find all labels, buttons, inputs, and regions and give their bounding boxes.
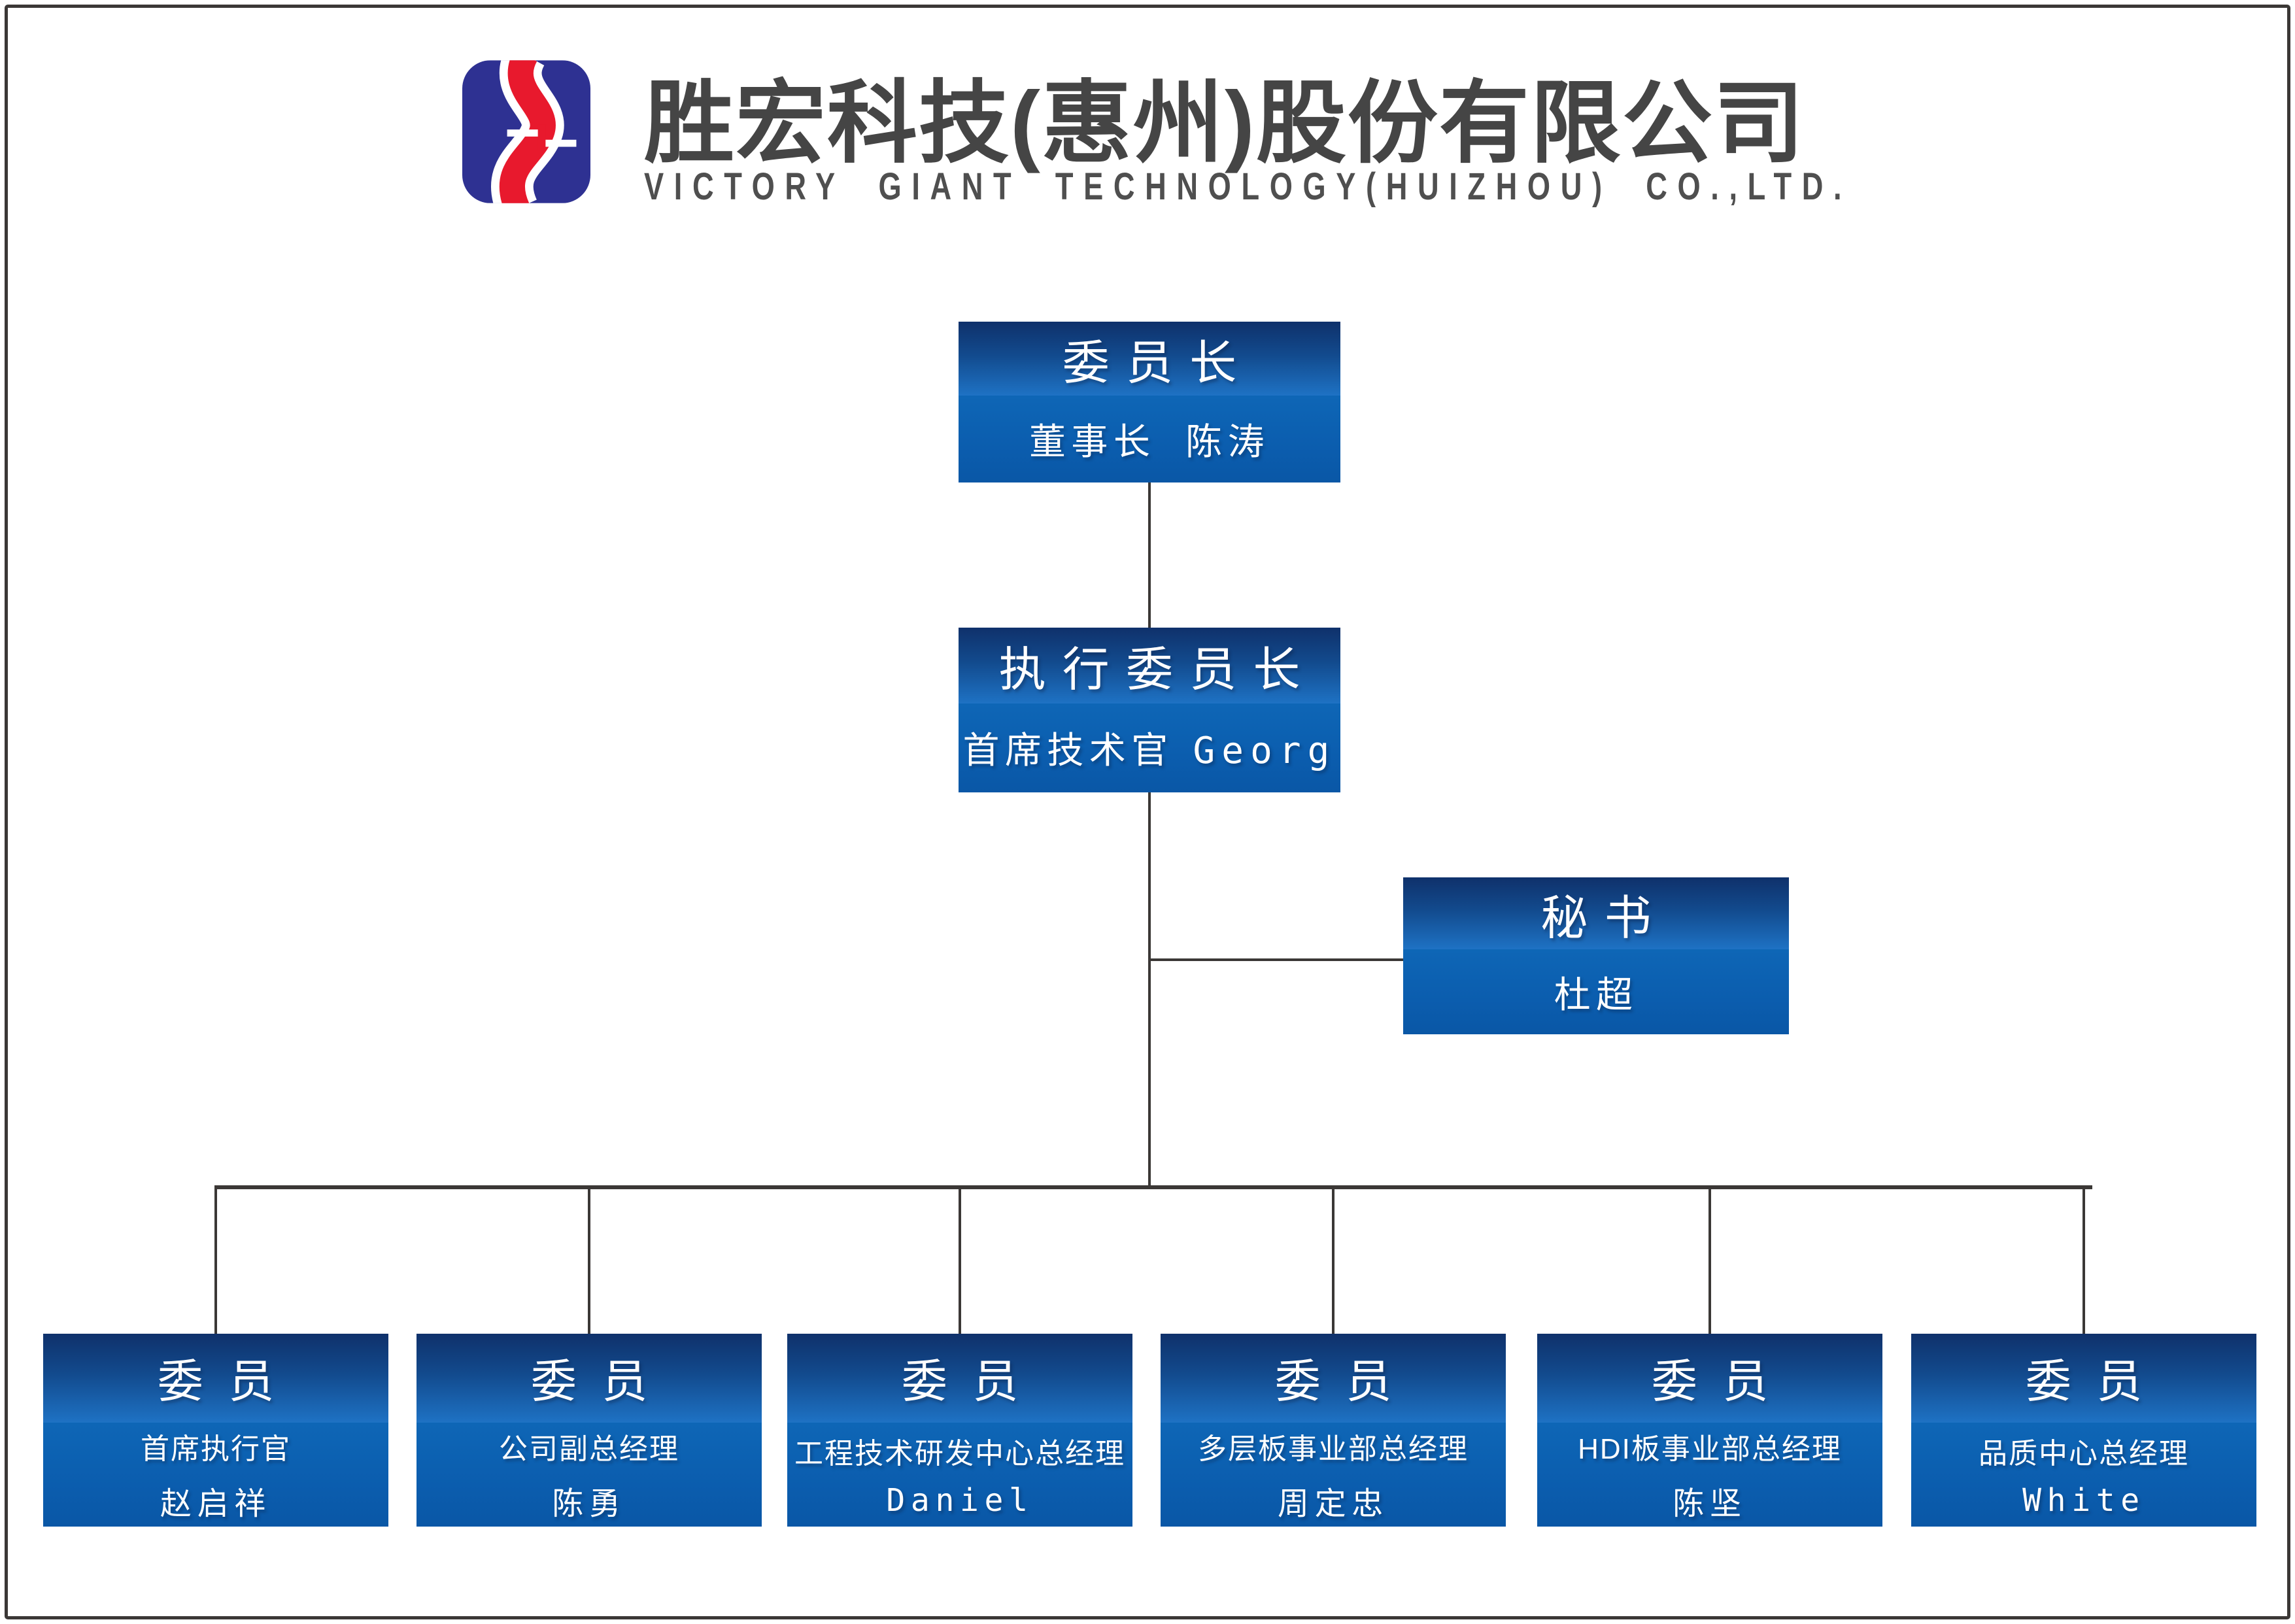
node-chairman: 委员长 董事长 陈涛: [959, 322, 1340, 482]
member-name: 周定忠: [1278, 1485, 1389, 1523]
node-title: 委员: [416, 1334, 762, 1423]
member-role: 首席执行官: [141, 1433, 291, 1466]
member-role: 公司副总经理: [499, 1433, 679, 1466]
node-title: 委员: [787, 1334, 1132, 1423]
company-logo-icon: [462, 60, 590, 203]
member-name: 陈坚: [1673, 1485, 1747, 1523]
node-person: 首席技术官 Georg: [963, 721, 1336, 774]
node-body: HDI板事业部总经理 陈坚: [1537, 1422, 1882, 1527]
member-role: HDI板事业部总经理: [1578, 1433, 1842, 1466]
node-title: 执行委员长: [959, 628, 1340, 703]
node-person-role: 首席技术官: [962, 730, 1174, 771]
connector-drop-3: [959, 1188, 961, 1336]
member-role: 品质中心总经理: [1979, 1438, 2189, 1470]
node-body: 公司副总经理 陈勇: [416, 1422, 762, 1527]
member-role: 多层板事业部总经理: [1198, 1433, 1469, 1466]
node-title: 委员: [1911, 1334, 2256, 1423]
connector-drop-4: [1332, 1188, 1334, 1336]
node-person: 董事长 陈涛: [1029, 421, 1270, 463]
node-body: 多层板事业部总经理 周定忠: [1161, 1422, 1506, 1527]
member-role: 工程技术研发中心总经理: [794, 1438, 1125, 1470]
node-body: 首席技术官 Georg: [959, 703, 1340, 792]
company-name-chinese: 胜宏科技(惠州)股份有限公司: [644, 73, 1805, 174]
logo-notch-right: [543, 139, 577, 147]
company-name-english: VICTORY GIANT TECHNOLOGY(HUIZHOU) CO.,LT…: [644, 165, 1852, 208]
connector-executive-trunk: [1148, 792, 1151, 1188]
node-body: 董事长 陈涛: [959, 396, 1340, 482]
node-person: 杜超: [1554, 973, 1639, 1015]
node-title: 委员长: [959, 322, 1340, 396]
member-name: White: [2022, 1482, 2145, 1519]
member-name: 陈勇: [552, 1485, 626, 1523]
node-body: 杜超: [1403, 949, 1789, 1034]
node-title: 委员: [1537, 1334, 1882, 1423]
node-body: 首席执行官 赵启祥: [43, 1422, 388, 1527]
node-executive-chairman: 执行委员长 首席技术官 Georg: [959, 628, 1340, 792]
node-body: 品质中心总经理 White: [1911, 1422, 2256, 1527]
node-member-3: 委员 工程技术研发中心总经理 Daniel: [787, 1334, 1132, 1527]
connector-chairman-executive: [1148, 482, 1151, 629]
node-title: 委员: [43, 1334, 388, 1423]
connector-drop-5: [1708, 1188, 1711, 1336]
node-member-2: 委员 公司副总经理 陈勇: [416, 1334, 762, 1527]
node-member-5: 委员 HDI板事业部总经理 陈坚: [1537, 1334, 1882, 1527]
logo-bridge: [537, 124, 546, 150]
node-person-name: Georg: [1193, 730, 1336, 773]
node-title: 委员: [1161, 1334, 1506, 1423]
connector-secretary: [1149, 958, 1404, 961]
connector-drop-1: [214, 1188, 217, 1336]
node-title: 秘书: [1403, 877, 1789, 950]
node-member-1: 委员 首席执行官 赵启祥: [43, 1334, 388, 1527]
logo-notch-left: [507, 129, 541, 137]
node-secretary: 秘书 杜超: [1403, 877, 1789, 1034]
node-body: 工程技术研发中心总经理 Daniel: [787, 1422, 1132, 1527]
member-name: 赵启祥: [160, 1485, 271, 1523]
node-member-4: 委员 多层板事业部总经理 周定忠: [1161, 1334, 1506, 1527]
node-member-6: 委员 品质中心总经理 White: [1911, 1334, 2256, 1527]
member-name: Daniel: [886, 1482, 1034, 1519]
connector-distribution-bar: [214, 1185, 2092, 1189]
connector-drop-2: [588, 1188, 590, 1336]
connector-drop-6: [2082, 1188, 2085, 1336]
